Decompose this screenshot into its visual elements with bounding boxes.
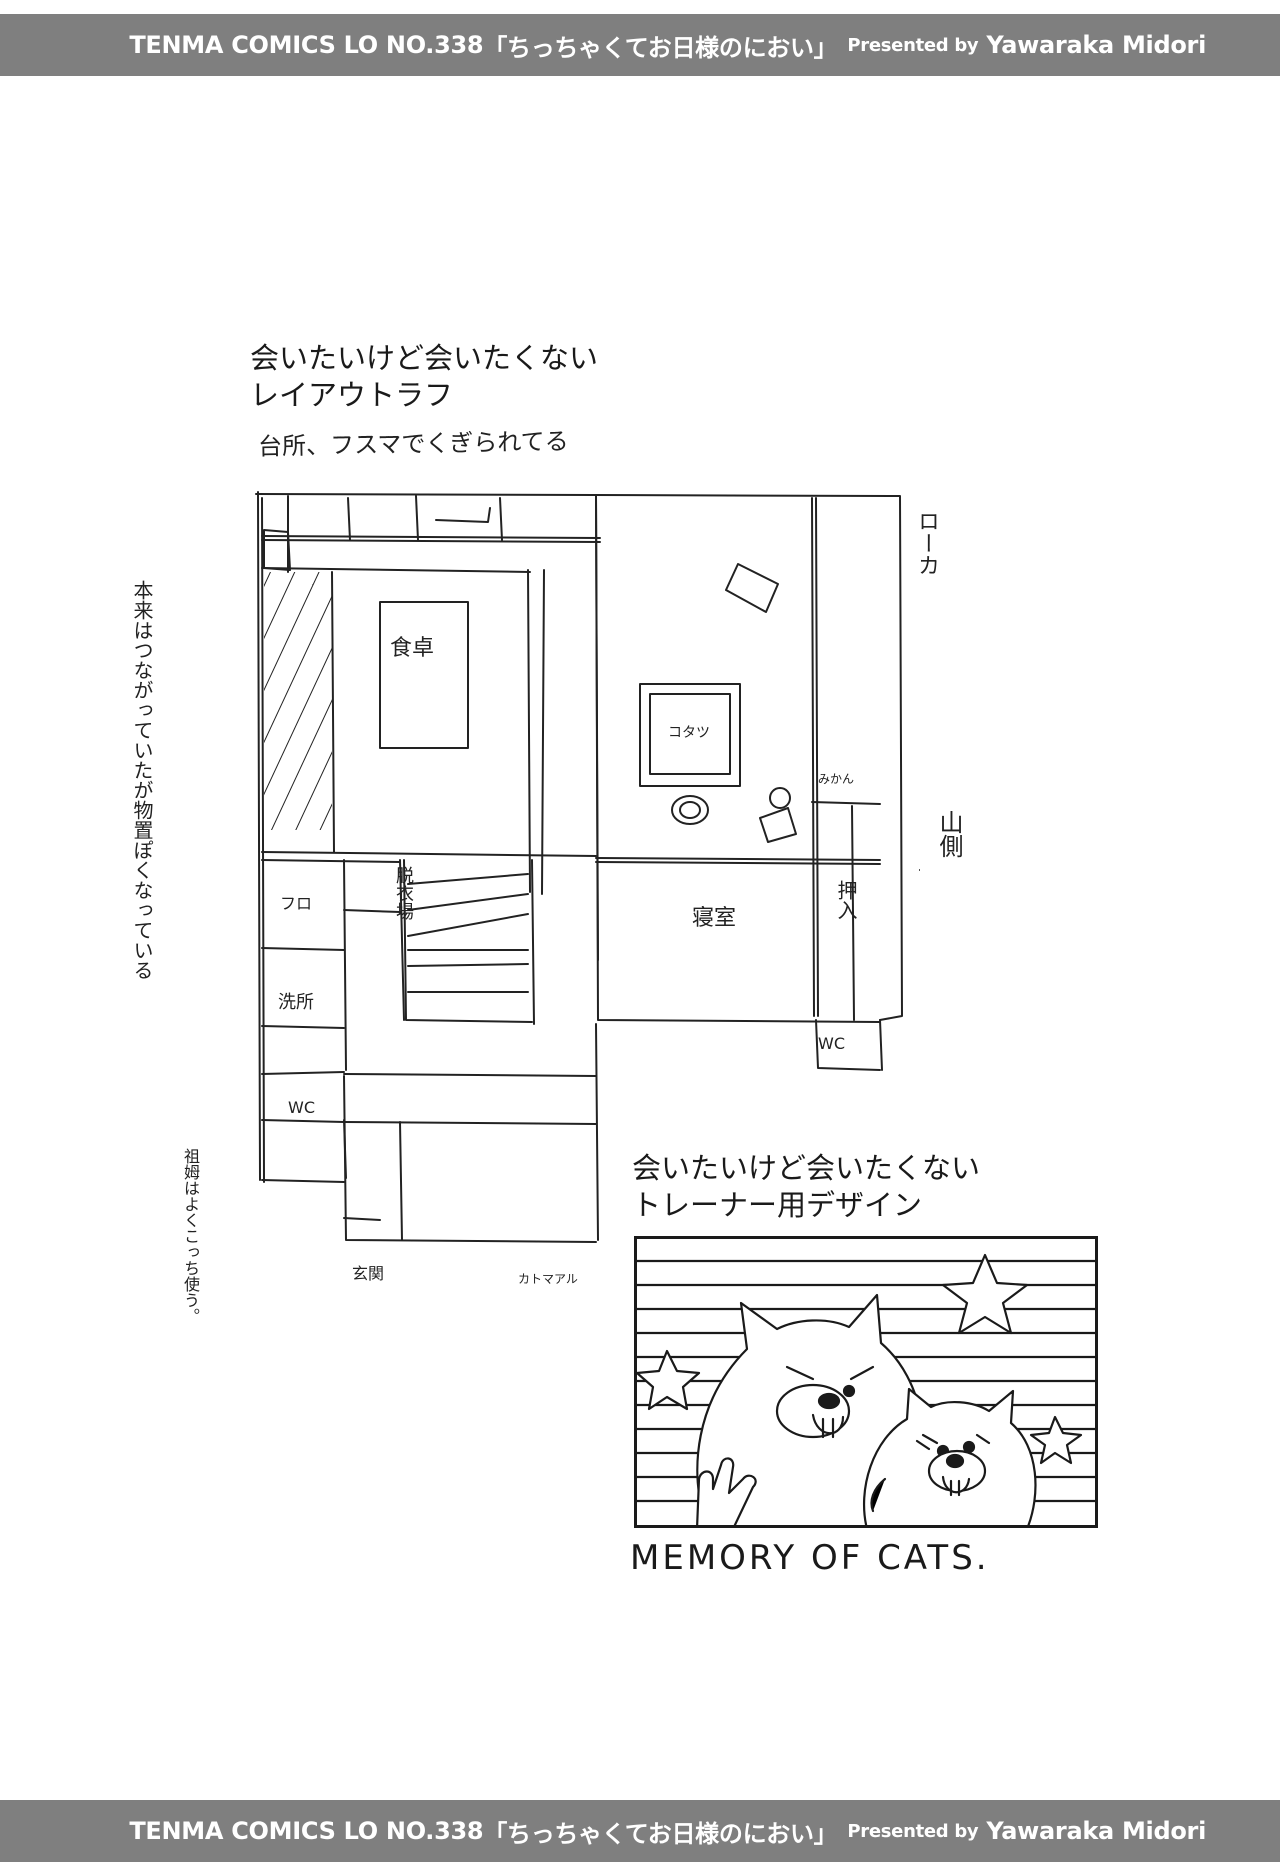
entrance-label: 玄関 [352, 1264, 385, 1283]
header-presented-by: Presented by [847, 34, 979, 56]
paw-icon [696, 1457, 757, 1525]
kitchen-note: 台所、フスマでくぎられてる [257, 427, 569, 461]
header-series: TENMA COMICS LO NO.338 [129, 31, 484, 59]
footer-title: 「ちっちゃくてお日様のにおい」 [483, 1819, 838, 1848]
layout-heading-line2: レイアウトラフ [250, 378, 454, 412]
bottom-note: 祖姆はよくこっち使う。 [181, 1148, 200, 1324]
bath-label: フロ [280, 894, 313, 913]
corridor-label: ローカ [914, 510, 939, 576]
floor-plan-drawing [255, 491, 920, 1243]
dining-table-label: 食卓 [390, 636, 435, 661]
header-author: Yawaraka Midori [986, 31, 1206, 59]
cats-illustration [637, 1253, 1095, 1525]
layout-heading: 会いたいけど会いたくない レイアウトラフ [250, 340, 598, 414]
footer-author: Yawaraka Midori [986, 1817, 1206, 1845]
flower-note: カトマアル [518, 1272, 578, 1286]
trainer-heading-line1: 会いたいけど会いたくない [632, 1151, 981, 1185]
footer-series: TENMA COMICS LO NO.338 [129, 1817, 484, 1845]
wc-right-label: WC [818, 1034, 845, 1053]
side-note: 本来はつながっていたが物置ぽくなっている [130, 580, 154, 980]
header-title: 「ちっちゃくてお日様のにおい」 [483, 33, 838, 62]
floor-plan-sketch: 食卓 コタツ みかん フロ 脱衣場 寝室 押入 洗所 WC WC 玄関 ローカ … [130, 480, 963, 1324]
trainer-heading-line2: トレーナー用デザイン [632, 1188, 923, 1222]
kotatsu-label: コタツ [668, 725, 710, 741]
star-icon [1029, 1415, 1083, 1465]
layout-heading-line1: 会いたいけど会いたくない [250, 341, 599, 375]
trainer-caption: MEMORY OF CATS. [630, 1538, 990, 1578]
header-bar: TENMA COMICS LO NO.338 「ちっちゃくてお日様のにおい」 P… [0, 14, 1280, 76]
trainer-design-illustration [634, 1236, 1098, 1528]
trainer-heading: 会いたいけど会いたくない トレーナー用デザイン [632, 1150, 980, 1224]
closet-label: 押入 [834, 880, 858, 920]
washroom-label: 洗所 [278, 992, 314, 1013]
wc-left-label: WC [288, 1098, 315, 1117]
bedroom-label: 寝室 [692, 906, 737, 931]
footer-bar: TENMA COMICS LO NO.338 「ちっちゃくてお日様のにおい」 P… [0, 1800, 1280, 1862]
right-note: 山側 [935, 810, 963, 858]
star-icon [637, 1349, 701, 1411]
mikan-label: みかん [818, 772, 855, 786]
footer-presented-by: Presented by [847, 1820, 979, 1842]
dressing-room-label: 脱衣場 [393, 866, 414, 920]
star-icon [941, 1253, 1029, 1335]
